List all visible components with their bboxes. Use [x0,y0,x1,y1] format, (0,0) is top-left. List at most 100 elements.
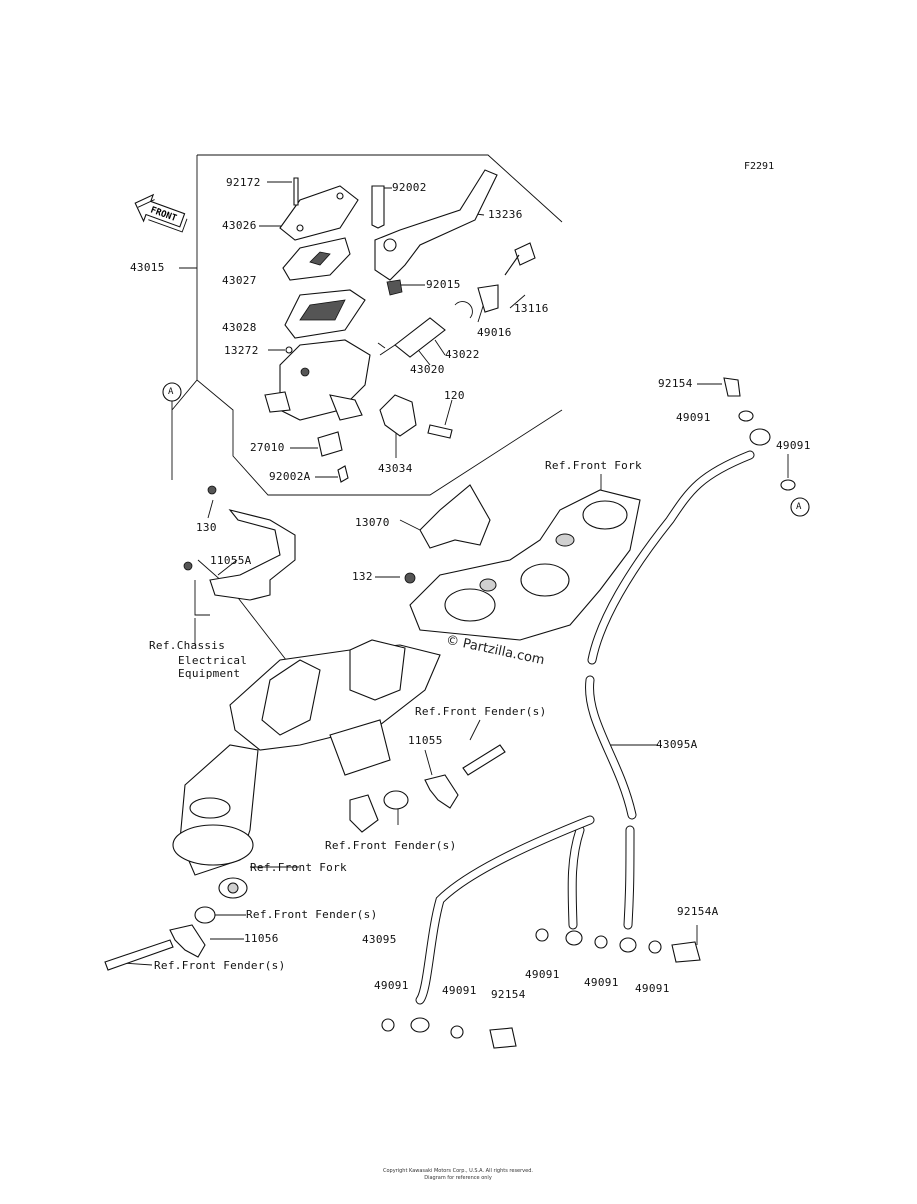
part-label: 13116 [514,302,549,315]
washer-top-icon [738,410,754,422]
bolt-120-icon [427,424,453,439]
banjo-fitting-mid1-icon [565,930,583,946]
axle-lug-icon [218,877,248,899]
hose-clamp-11056-icon [169,906,216,958]
part-label: 132 [352,570,373,583]
diagram-code: F2291 [744,161,775,172]
part-label: Ref.Front Fork [250,861,347,874]
wiring-bracket-icon [209,509,296,601]
washer-bottom4-icon [594,935,608,949]
lever-icon [374,169,498,281]
reservoir-cap-icon [279,185,359,241]
upper-triple-clamp-icon [409,489,641,641]
banjo-bolt-bottom-icon [489,1027,517,1049]
part-label: 13272 [224,344,259,357]
part-label: 13070 [355,516,390,529]
part-label: 43026 [222,219,257,232]
part-label: 49091 [442,984,477,997]
part-label: Ref.Front Fender(s) [154,959,286,972]
part-label: Ref.Front Fender(s) [325,839,457,852]
part-label: 11056 [244,932,279,945]
washer-bottom3-icon [535,928,549,942]
footer-line-1: Copyright Kawasaki Motors Corp., U.S.A. … [383,1168,533,1174]
part-label: 92154A [677,905,719,918]
boot-icon [477,284,499,313]
screw-92002a-icon [337,465,349,483]
part-label: 27010 [250,441,285,454]
part-label: 43020 [410,363,445,376]
diaphragm-plate-icon [282,237,351,281]
adjuster-bolt-icon [504,242,536,276]
brake-hose-43095A-icon [567,450,755,930]
washer-bottom2-icon [450,1025,464,1039]
part-label: 92154 [491,988,526,1001]
part-label: Electrical [178,654,248,667]
screw-icon [293,177,299,206]
connector-a-right-icon [790,497,810,517]
bolt-11055a-icon [183,561,193,571]
part-label: Equipment [178,667,241,680]
banjo-fitting-bottom-icon [410,1017,430,1033]
part-label: 43022 [445,348,480,361]
bolt-11056-long-icon [104,939,174,971]
banjo-fitting-top-icon [749,428,771,446]
bolt-130-icon [207,485,217,495]
brake-hose-43095-icon [415,815,595,1005]
part-label: 43095A [656,738,698,751]
pivot-bolt-icon [371,185,385,229]
banjo-bolt-92154a-icon [671,941,701,963]
part-label: 49091 [525,968,560,981]
part-label: 92172 [226,176,261,189]
part-label: 92002 [392,181,427,194]
diaphragm-icon [284,289,366,339]
fork-tube-left-icon [172,659,321,876]
part-label: Ref.Front Fender(s) [415,705,547,718]
banjo-fitting-mid2-icon [619,937,637,953]
bracket-13070-icon [419,484,491,549]
banjo-bolt-top-icon [723,377,741,397]
part-label: 130 [196,521,217,534]
connector-a-right-label: A [796,502,802,512]
washer-bottom1-icon [381,1018,395,1032]
master-cylinder-body-icon [264,339,371,421]
small-screw-icon [285,346,293,354]
nut-icon [386,279,403,296]
part-label: 43034 [378,462,413,475]
bolt-11055-long-icon [462,744,506,776]
part-label: 13236 [488,208,523,221]
part-label: 43027 [222,274,257,287]
part-label: 49091 [676,411,711,424]
hose-clamp-11055-icon [424,774,459,809]
part-label: 92015 [426,278,461,291]
connector-a-top-label: A [168,387,174,397]
part-label: Ref.Chassis [149,639,226,652]
front-arrow-icon [134,193,188,233]
part-label: 120 [444,389,465,402]
part-label: 43028 [222,321,257,334]
washer-top2-icon [780,479,796,491]
footer-line-2: Diagram for reference only [424,1175,492,1181]
part-label: 43095 [362,933,397,946]
part-label: 43015 [130,261,165,274]
part-label: 49091 [584,976,619,989]
part-label: Ref.Front Fender(s) [246,908,378,921]
connector-a-top-icon [162,382,182,402]
part-label: 11055 [408,734,443,747]
switch-icon [317,431,343,457]
part-label: 49091 [374,979,409,992]
piston-kit-icon [377,317,446,358]
fork-tube-right-icon [329,639,406,776]
circlip-icon [454,301,473,319]
clamp-icon [379,394,417,437]
part-label: 92002A [269,470,311,483]
part-label: 92154 [658,377,693,390]
part-label: Ref.Front Fork [545,459,642,472]
fender-bracket-right-icon [349,790,409,833]
bolt-132-icon [404,572,416,584]
part-label: 11055A [210,554,252,567]
part-label: 49091 [776,439,811,452]
part-label: 49091 [635,982,670,995]
part-label: 49016 [477,326,512,339]
